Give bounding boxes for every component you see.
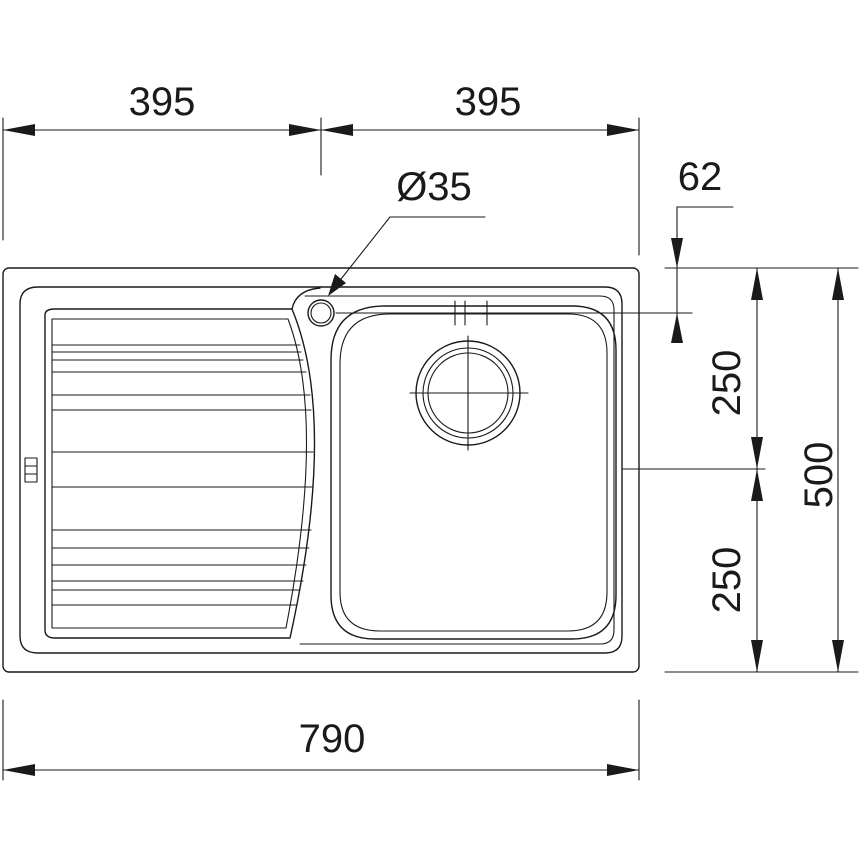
sink-inner-rim xyxy=(19,286,623,654)
tap-hole-circle xyxy=(307,299,335,327)
sink-flange xyxy=(299,295,615,645)
drain-outlet xyxy=(409,335,529,451)
dim-total-height-500: 500 xyxy=(797,442,841,509)
dim-tap-offset-62: 62 xyxy=(678,155,723,199)
drainer-inner-outline xyxy=(51,318,308,629)
drainer-ribs xyxy=(51,344,314,606)
dim-top-left-395: 395 xyxy=(129,80,196,124)
bowl-outer xyxy=(330,305,617,640)
bowl xyxy=(330,305,617,640)
dim-tap-hole-35: Ø35 xyxy=(396,165,472,209)
bowl-inner xyxy=(339,313,608,632)
tap-hole xyxy=(291,287,335,327)
drainer-outline xyxy=(44,308,316,639)
sink-outer-rim xyxy=(2,267,640,673)
dim-top-right-395: 395 xyxy=(455,80,522,124)
tap-hole-ledge xyxy=(291,287,321,310)
drainer xyxy=(24,308,316,639)
dim-height-upper-250: 250 xyxy=(705,350,749,417)
overflow-slot xyxy=(24,457,38,483)
dimension-lines xyxy=(2,117,859,781)
sink-body xyxy=(2,267,640,673)
dim-height-lower-250: 250 xyxy=(705,547,749,614)
dim-total-width-790: 790 xyxy=(299,717,366,761)
dimension-labels: 395 395 Ø35 62 250 250 500 790 xyxy=(129,80,841,761)
